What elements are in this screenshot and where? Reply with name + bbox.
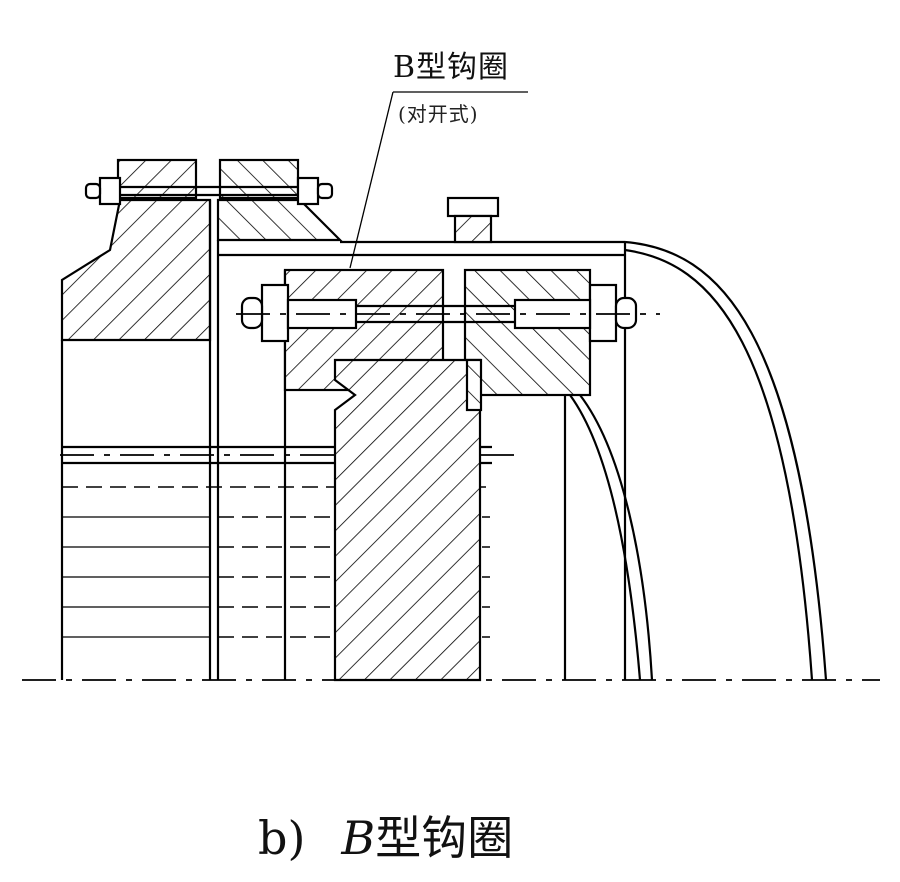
hook-ring: [283, 268, 592, 682]
dished-head: [569, 240, 828, 681]
callout-subtitle: (对开式): [398, 102, 479, 126]
caption-letter: B: [341, 811, 376, 865]
hook-ring-bolt: [236, 283, 660, 343]
top-left-bolt: [84, 176, 334, 206]
figure-caption: b) B型钩圈: [258, 802, 513, 868]
callout-leader: [349, 91, 528, 269]
callout-title: B型钩圈: [393, 50, 510, 85]
caption-text: 型钩圈: [375, 811, 514, 865]
vent-plug: [446, 196, 500, 244]
caption-label: b): [258, 811, 306, 865]
left-shell-flange: [60, 158, 343, 680]
